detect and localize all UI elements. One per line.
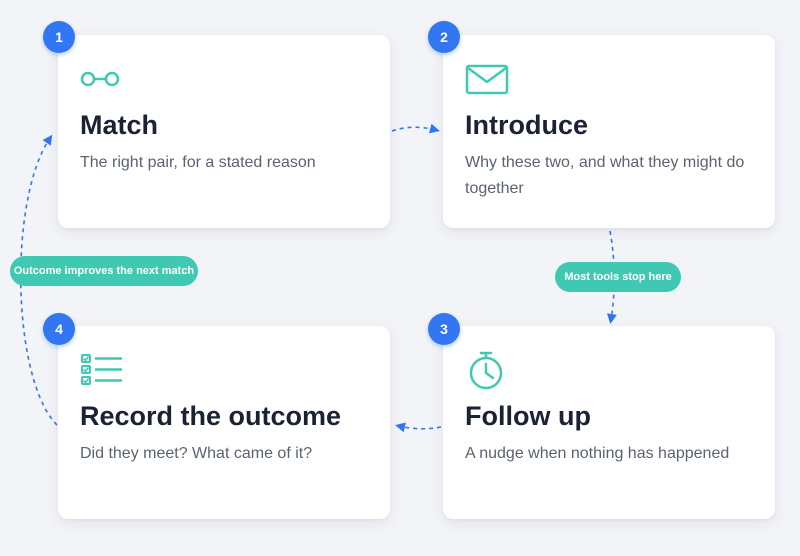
step-title: Match bbox=[80, 110, 159, 140]
stop-point-callout: Most tools stop here bbox=[555, 262, 681, 292]
step-title: Follow up bbox=[465, 401, 591, 431]
stopwatch-icon bbox=[469, 351, 503, 390]
step-number-badge: 4 bbox=[43, 313, 75, 345]
step-card-record-outcome: Record the outcome Did they meet? What c… bbox=[58, 326, 390, 519]
step-title: Introduce bbox=[465, 110, 589, 140]
step-number-badge: 2 bbox=[428, 21, 460, 53]
step-description: Why these two, and what they might do to… bbox=[465, 154, 745, 197]
step-card-follow-up: Follow up A nudge when nothing has happe… bbox=[443, 326, 775, 519]
step-description: Did they meet? What came of it? bbox=[80, 445, 313, 462]
step-number-badge: 1 bbox=[43, 21, 75, 53]
step-number-badge: 3 bbox=[428, 313, 460, 345]
step-card-introduce: Introduce Why these two, and what they m… bbox=[443, 35, 775, 228]
envelope-icon bbox=[465, 64, 509, 95]
arrow-match-to-introduce bbox=[391, 123, 440, 134]
link-rings-icon bbox=[80, 71, 120, 87]
arrow-followup-to-record bbox=[395, 422, 442, 433]
loop-back-callout: Outcome improves the next match bbox=[10, 256, 198, 286]
step-description: A nudge when nothing has happened bbox=[465, 445, 730, 462]
checklist-icon bbox=[81, 354, 122, 385]
step-card-match: Match The right pair, for a stated reaso… bbox=[58, 35, 390, 228]
step-title: Record the outcome bbox=[80, 401, 342, 431]
step-description: The right pair, for a stated reason bbox=[80, 154, 316, 171]
